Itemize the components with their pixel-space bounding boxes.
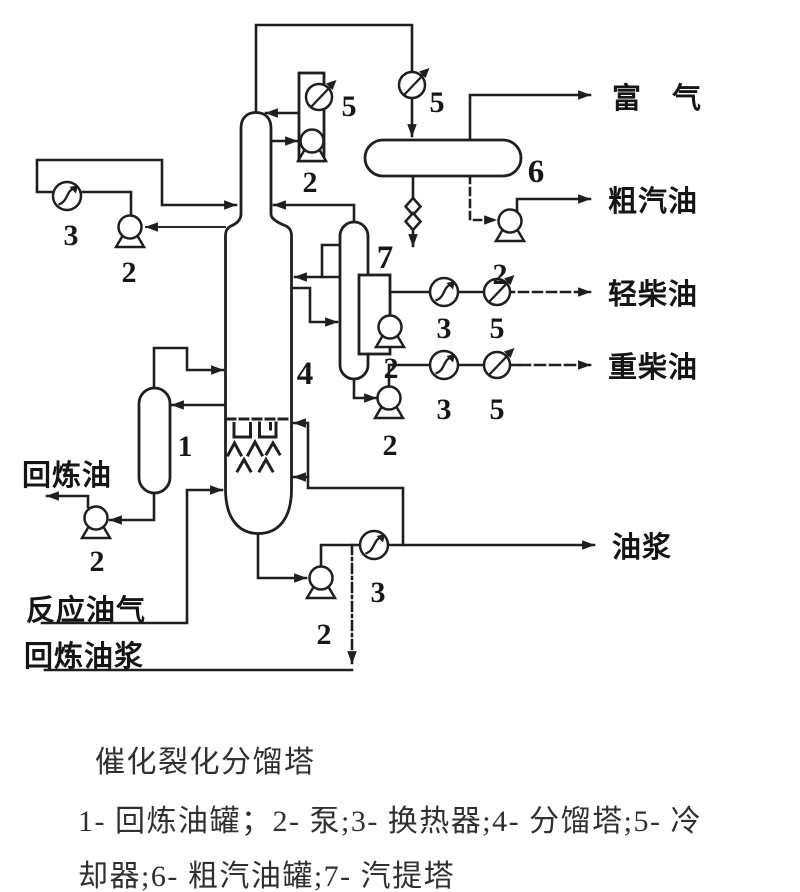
drain-valve-string bbox=[403, 196, 423, 232]
rich-gas-line bbox=[468, 90, 592, 142]
label-heavy-diesel: 重柴油 bbox=[608, 351, 698, 384]
drain-valve-2 bbox=[403, 211, 423, 232]
equipment-number-labels: 1 2 2 2 2 2 2 2 3 3 3 3 4 5 5 5 5 6 7 bbox=[64, 86, 545, 651]
pumparound-return-line bbox=[35, 158, 238, 218]
reaction-oil-gas-line bbox=[40, 485, 224, 625]
caption-legend-line1: 1- 回炼油罐；2- 泵;3- 换热器;4- 分馏塔;5- 冷 bbox=[78, 805, 702, 838]
recycle-oil-out-line bbox=[45, 491, 90, 509]
stripper7a-vapor-line bbox=[272, 200, 356, 223]
label-cooler-heavy-diesel: 5 bbox=[490, 393, 505, 426]
column-baffle-chevrons bbox=[225, 438, 282, 474]
recycle-oil-pump bbox=[80, 505, 112, 540]
tank1-bottom-line bbox=[108, 490, 156, 525]
label-pump-light-diesel: 2 bbox=[384, 352, 399, 385]
recycle-oil-tank bbox=[137, 386, 172, 495]
label-pump-gasoline: 2 bbox=[493, 258, 508, 291]
heavy-diesel-pump bbox=[373, 385, 405, 420]
label-pump-recycle-oil: 2 bbox=[90, 545, 105, 578]
caption-title: 催化裂化分馏塔 bbox=[95, 746, 316, 779]
overhead-cooler bbox=[397, 66, 431, 100]
heavy-diesel-cooler bbox=[482, 346, 516, 380]
overhead-vapor-line bbox=[254, 23, 417, 138]
gasoline-drum bbox=[363, 138, 523, 178]
label-crude-gasoline: 粗汽油 bbox=[608, 185, 698, 218]
column-tray-right bbox=[258, 421, 278, 439]
slurry-exchanger bbox=[358, 529, 390, 561]
label-hx-slurry: 3 bbox=[371, 576, 386, 609]
label-hx-light-diesel: 3 bbox=[437, 312, 452, 345]
column-tray-left bbox=[232, 422, 252, 439]
vessels bbox=[137, 71, 523, 535]
label-cooler-light-diesel: 5 bbox=[490, 312, 505, 345]
pumparound-pump bbox=[114, 214, 146, 249]
label-reaction-oil-gas: 反应油气 bbox=[26, 593, 146, 627]
stripper7b-jog-line bbox=[320, 243, 340, 279]
heavy-diesel-exchanger bbox=[428, 349, 460, 381]
label-oil-slurry: 油浆 bbox=[612, 530, 672, 564]
gasoline-suction-line bbox=[468, 174, 498, 225]
stripper-feed-line bbox=[290, 286, 339, 327]
tank1-vapor-return-line bbox=[152, 346, 225, 390]
oil-slurry-line bbox=[319, 540, 596, 569]
label-recycle-oil: 回炼油 bbox=[22, 458, 112, 492]
label-hx-pumparound: 3 bbox=[64, 219, 79, 252]
process-lines bbox=[35, 23, 596, 672]
label-light-diesel: 轻柴油 bbox=[608, 278, 698, 311]
label-recycle-oil-slurry: 回炼油浆 bbox=[24, 639, 144, 673]
label-gasoline-drum: 6 bbox=[528, 154, 545, 190]
label-pump-slurry: 2 bbox=[317, 618, 332, 651]
label-pump-pumparound: 2 bbox=[122, 256, 137, 289]
slurry-pump bbox=[305, 565, 337, 600]
heavy-diesel-line-a bbox=[387, 363, 522, 388]
light-diesel-exchanger bbox=[428, 276, 460, 308]
label-cooler-reflux: 5 bbox=[342, 90, 357, 123]
caption-legend-line2: 却器;6- 粗汽油罐;7- 汽提塔 bbox=[78, 860, 456, 892]
label-tank-1: 1 bbox=[178, 430, 193, 463]
gasoline-pump bbox=[494, 208, 526, 243]
label-pump-heavy-diesel: 2 bbox=[383, 429, 398, 462]
label-stripper: 7 bbox=[377, 240, 394, 276]
crude-gasoline-line bbox=[515, 194, 592, 213]
label-rich-gas: 富 气 bbox=[612, 81, 702, 115]
label-hx-heavy-diesel: 3 bbox=[437, 393, 452, 426]
slurry-return-upper bbox=[292, 418, 405, 547]
bottoms-suction-line bbox=[256, 531, 308, 583]
stripper7a-bottom-line bbox=[352, 376, 378, 403]
stream-labels: 富 气 粗汽油 轻柴油 重柴油 油浆 回炼油 反应油气 回炼油浆 bbox=[22, 81, 702, 673]
light-diesel-pump bbox=[374, 314, 406, 349]
label-cooler-overhead: 5 bbox=[430, 86, 445, 119]
label-pump-top: 2 bbox=[303, 166, 318, 199]
reflux-pump bbox=[296, 128, 328, 163]
label-fractionator: 4 bbox=[297, 356, 314, 392]
pumparound-exchanger bbox=[51, 180, 83, 212]
